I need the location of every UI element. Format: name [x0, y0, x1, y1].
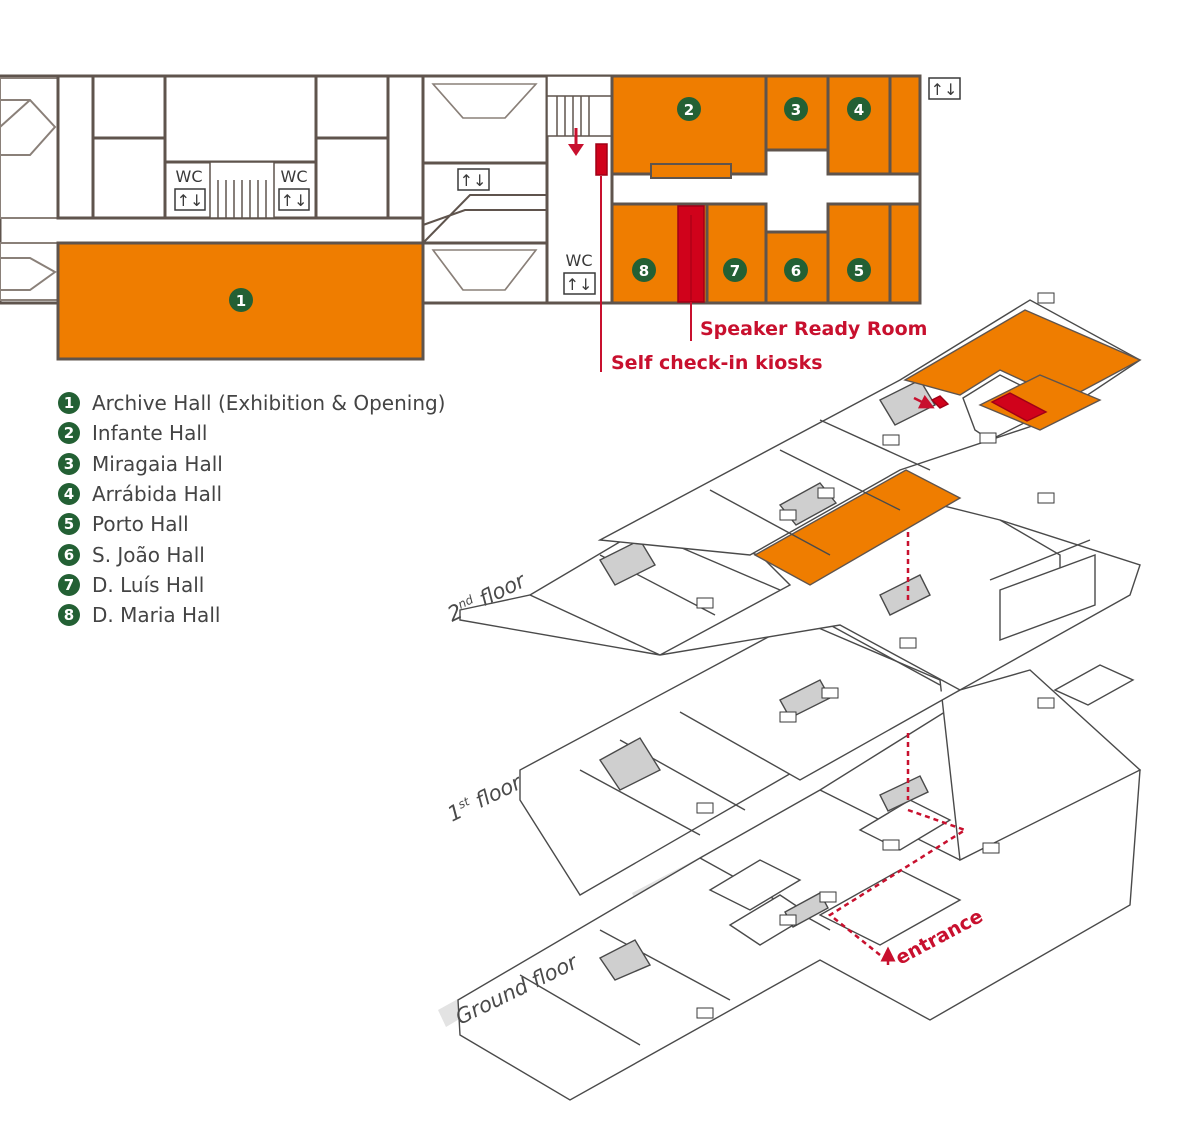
iso-route-markers: [827, 532, 968, 956]
legend-number-badge: 4: [58, 483, 80, 506]
hall-badge-7: 7: [723, 258, 747, 282]
first-floor: [519, 619, 1142, 896]
legend-number-badge: 3: [58, 452, 80, 475]
svg-text:WC: WC: [176, 167, 203, 186]
hall-7-area: [705, 202, 768, 305]
legend-label: Porto Hall: [92, 512, 189, 537]
legend-item: 6 S. João Hall: [58, 539, 446, 569]
iso-small-tags: [696, 292, 1055, 1019]
central-stairs: [209, 161, 275, 219]
svg-text:1: 1: [236, 292, 246, 310]
elevator-up-down-icon: ↑↓: [928, 77, 961, 100]
hall-badge-3: 3: [784, 97, 808, 121]
hall-badge-2: 2: [677, 97, 701, 121]
legend-label: D. Maria Hall: [92, 603, 221, 628]
svg-text:↑↓: ↑↓: [931, 80, 958, 99]
legend-label: Miragaia Hall: [92, 451, 223, 476]
archive-hall-iso: [753, 469, 962, 586]
svg-text:7: 7: [730, 262, 740, 280]
legend-label: Infante Hall: [92, 421, 208, 446]
svg-text:8: 8: [639, 262, 649, 280]
self-checkin-callout: Self check-in kiosks: [611, 352, 823, 374]
legend-item: 5 Porto Hall: [58, 509, 446, 539]
hall-badge-4: 4: [847, 97, 871, 121]
svg-text:6: 6: [791, 262, 801, 280]
legend-item: 3 Miragaia Hall: [58, 449, 446, 479]
svg-text:WC: WC: [566, 251, 593, 270]
svg-text:WC: WC: [281, 167, 308, 186]
left-wing-rooms: [0, 77, 59, 301]
third-floor-halls-south: [978, 374, 1102, 431]
legend-item: 2 Infante Hall: [58, 418, 446, 448]
speaker-ready-room-iso: [990, 392, 1048, 422]
iso-stair-arrow: [913, 394, 935, 409]
legend-label: Arrábida Hall: [92, 482, 222, 507]
legend-item: 8 D. Maria Hall: [58, 600, 446, 630]
wc-sign-east: WC ↑↓: [563, 251, 596, 295]
legend-number-badge: 5: [58, 513, 80, 536]
svg-text:↑↓: ↑↓: [177, 191, 204, 210]
svg-text:↑↓: ↑↓: [281, 191, 308, 210]
hall-badge-6: 6: [784, 258, 808, 282]
svg-text:2: 2: [684, 101, 694, 119]
hall-badge-1: 1: [229, 288, 253, 312]
isometric-floors: [438, 299, 1142, 1101]
arrow-down-icon: [568, 128, 584, 156]
legend-label: Archive Hall (Exhibition & Opening): [92, 391, 446, 416]
legend-item: 7 D. Luís Hall: [58, 570, 446, 600]
speaker-ready-room-callout: Speaker Ready Room: [700, 318, 928, 340]
hall-4-area: [826, 74, 892, 176]
legend-label: D. Luís Hall: [92, 572, 205, 597]
hall-badge-8: 8: [632, 258, 656, 282]
legend-number-badge: 7: [58, 573, 80, 596]
hall-2-area: [610, 74, 768, 176]
checkin-kiosk-iso: [930, 395, 950, 409]
svg-text:5: 5: [854, 262, 864, 280]
self-checkin-kiosk-area: [595, 143, 608, 176]
wc-sign-left: WC ↑↓: [174, 167, 206, 211]
wc-sign-right: WC ↑↓: [278, 167, 310, 211]
svg-text:↑↓: ↑↓: [566, 275, 593, 294]
svg-text:4: 4: [854, 101, 864, 119]
hall-legend: 1 Archive Hall (Exhibition & Opening) 2 Inf…: [58, 388, 446, 630]
legend-item: 1 Archive Hall (Exhibition & Opening): [58, 388, 446, 418]
legend-number-badge: 1: [58, 392, 80, 415]
hall-badge-5: 5: [847, 258, 871, 282]
legend-number-badge: 6: [58, 543, 80, 566]
hall-badges: 1 2 3 4 5 6 7 8: [229, 97, 871, 312]
legend-label: S. João Hall: [92, 542, 205, 567]
legend-number-badge: 8: [58, 604, 80, 627]
legend-number-badge: 2: [58, 422, 80, 445]
first-floor-label: 1st floor: [444, 770, 527, 827]
east-stairs: [546, 75, 613, 137]
elevator-up-down-icon: ↑↓: [457, 168, 490, 191]
hall-5-area: [826, 202, 892, 305]
svg-text:3: 3: [791, 101, 801, 119]
legend-item: 4 Arrábida Hall: [58, 479, 446, 509]
svg-text:↑↓: ↑↓: [460, 171, 487, 190]
